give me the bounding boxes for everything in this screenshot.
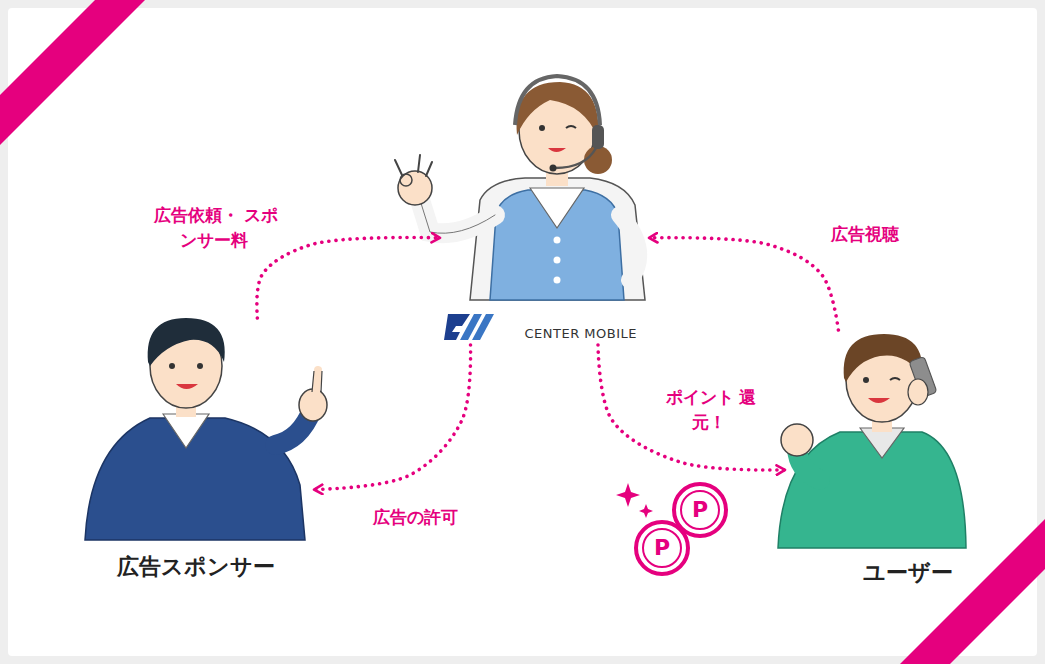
sponsor-figure	[85, 318, 327, 540]
sponsor-figure	[316, 370, 318, 392]
operator-figure	[517, 82, 599, 138]
operator-figure	[530, 188, 584, 228]
edge-label-box: 広告依頼・ スポンサー料	[145, 203, 285, 252]
sponsor-figure	[176, 384, 198, 389]
dotted-arrow	[598, 345, 785, 470]
user-node: ユーザー	[785, 330, 1031, 592]
point-coins	[636, 522, 688, 574]
edge-label-box: 広告の許可	[355, 505, 475, 530]
operator-figure	[554, 257, 561, 264]
operator-node: CENTER MOBILE	[440, 45, 649, 345]
figure-label: 広告スポンサー	[78, 552, 314, 582]
edge-label-box: ポイント 還元！	[660, 385, 760, 434]
card	[8, 8, 1037, 656]
operator-figure	[420, 200, 495, 233]
operator-figure	[554, 237, 561, 244]
point-coins	[616, 483, 640, 507]
point-coins	[674, 484, 726, 536]
user-figure	[778, 334, 966, 548]
coin-letter: P	[642, 537, 682, 559]
operator-figure	[584, 146, 612, 174]
dotted-arrow	[314, 345, 471, 490]
operator-figure	[420, 200, 495, 233]
sponsor-figure	[312, 371, 322, 392]
edge-label: 広告視聴	[829, 224, 901, 244]
edge-label: 広告の許可	[371, 507, 460, 527]
operator-figure	[555, 148, 596, 168]
edge-label: ポイント 還元！	[664, 387, 757, 432]
sponsor-figure	[197, 363, 203, 369]
user-figure	[908, 379, 928, 405]
corner-ribbon	[0, 0, 145, 145]
operator-figure	[548, 148, 566, 152]
operator-figure	[470, 178, 645, 300]
sponsor-figure	[148, 318, 225, 366]
point-coins	[639, 504, 653, 518]
user-figure	[868, 398, 890, 403]
point-coins	[681, 491, 719, 529]
operator-figure	[620, 215, 638, 280]
coin-letter: P	[680, 499, 720, 521]
operator-figure	[550, 165, 557, 172]
operator-figure	[395, 76, 645, 300]
operator-figure	[566, 126, 576, 128]
operator-figure	[554, 277, 561, 284]
point-coins	[643, 529, 681, 567]
edge-label-box: 広告視聴	[815, 222, 915, 247]
figure-label: ユーザー	[785, 558, 1031, 588]
dotted-arrow	[257, 237, 440, 318]
operator-figure	[592, 125, 604, 149]
point-coins	[616, 483, 726, 574]
operator-figure	[515, 76, 600, 125]
logo-text: CENTER MOBILE	[440, 326, 637, 341]
company-logo	[472, 314, 494, 340]
user-figure	[860, 428, 904, 458]
user-figure	[890, 378, 900, 380]
sponsor-figure	[169, 363, 175, 369]
company-logo	[444, 314, 494, 340]
operator-figure	[395, 155, 432, 176]
operator-figure	[539, 125, 545, 131]
sponsor-node: 広告スポンサー	[78, 318, 314, 586]
user-figure	[844, 334, 923, 382]
user-figure	[863, 377, 869, 383]
sponsor-figure	[163, 414, 209, 448]
edge-label: 広告依頼・ スポンサー料	[152, 205, 279, 250]
dotted-arrow	[649, 238, 838, 330]
user-figure	[781, 424, 813, 456]
